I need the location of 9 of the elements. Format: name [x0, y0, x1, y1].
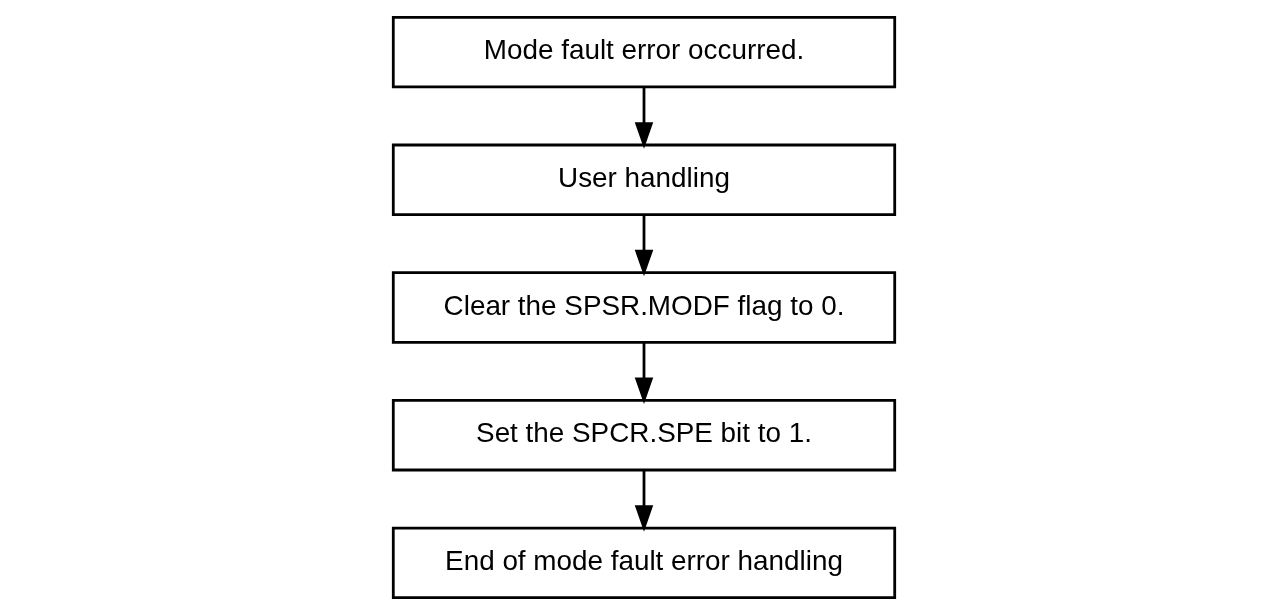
- node-box: Set the SPCR.SPE bit to 1.: [391, 398, 897, 472]
- node-box: User handling: [391, 143, 897, 217]
- node-box: Mode fault error occurred.: [391, 15, 897, 89]
- node-box: Clear the SPSR.MODF flag to 0.: [391, 271, 897, 344]
- arrow: [634, 87, 654, 149]
- arrow: [634, 470, 654, 532]
- node-box: End of mode fault error handling: [391, 526, 897, 600]
- arrow: [634, 342, 654, 405]
- arrow: [634, 215, 654, 277]
